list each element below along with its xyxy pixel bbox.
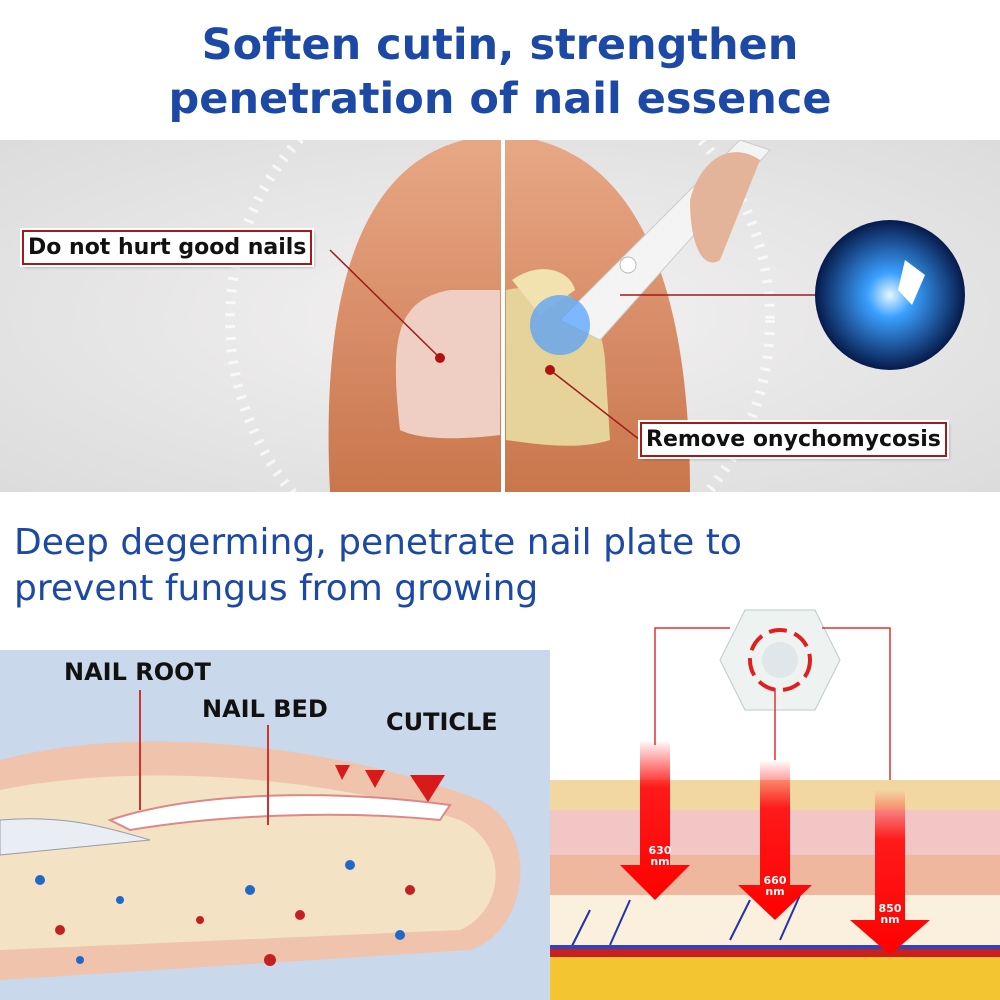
title-line-1: Soften cutin, strengthen — [201, 20, 799, 70]
wavelength-unit: nm — [765, 885, 785, 898]
label-cuticle: CUTICLE — [386, 708, 498, 736]
label-nail-bed: NAIL BED — [202, 695, 328, 723]
wavelength-value: 660 — [763, 874, 787, 887]
wavelength-unit: nm — [880, 913, 900, 926]
wavelength-unit: nm — [650, 855, 670, 868]
label-nail-root: NAIL ROOT — [64, 658, 211, 686]
section-heading-line-1: Deep degerming, penetrate nail plate to — [14, 522, 742, 563]
uv-light-closeup — [815, 220, 965, 370]
title-line-2: penetration of nail essence — [168, 74, 832, 124]
callout-good-nails: Do not hurt good nails — [22, 230, 313, 265]
section-heading-line-2: prevent fungus from growing — [14, 568, 539, 609]
nail-anatomy-diagram — [0, 650, 550, 1000]
callout-onychomycosis: Remove onychomycosis — [640, 422, 947, 457]
wavelength-value: 850 — [878, 902, 902, 915]
page-title: Soften cutin, strengthen penetration of … — [0, 18, 1000, 126]
wavelength-value: 630 — [648, 844, 672, 857]
skin-penetration-diagram — [550, 609, 1000, 1000]
nail-comparison-photo — [0, 140, 1000, 492]
section-heading: Deep degerming, penetrate nail plate to … — [14, 520, 742, 612]
